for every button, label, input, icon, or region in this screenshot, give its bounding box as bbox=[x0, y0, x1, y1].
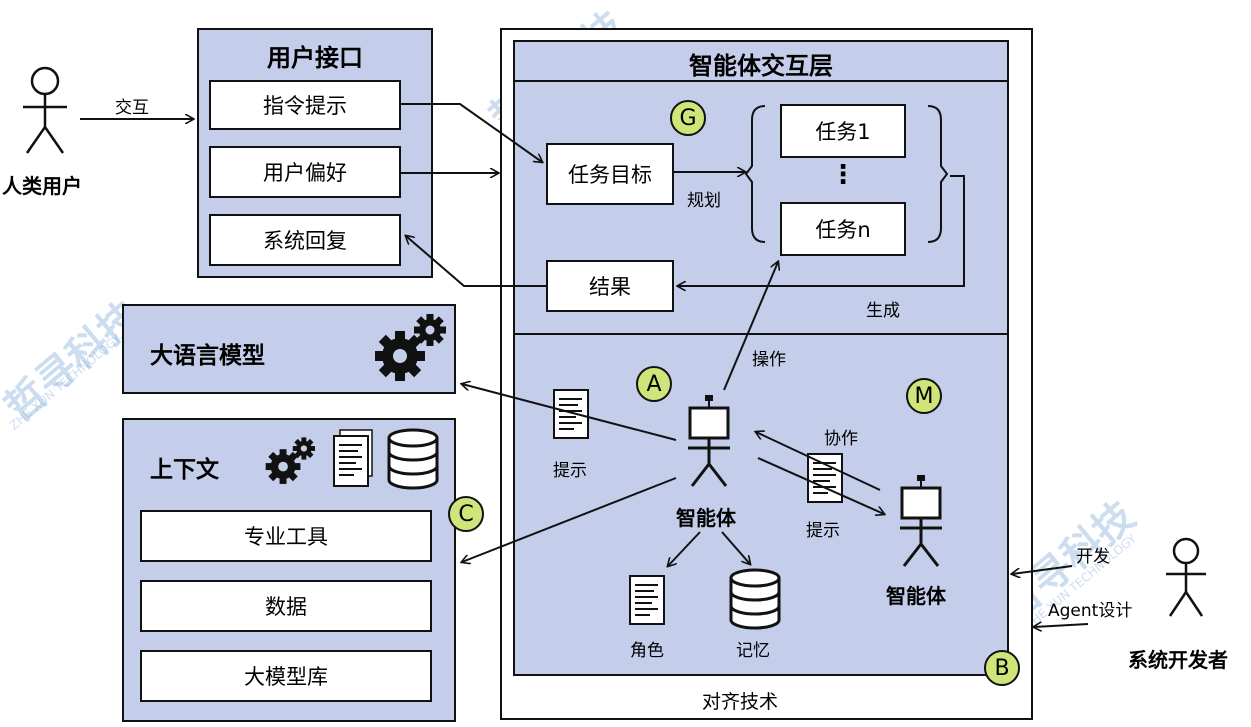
badge-m: M bbox=[906, 378, 942, 414]
human-user-label: 人类用户 bbox=[2, 174, 82, 198]
task-ellipsis: ⋮ bbox=[830, 160, 856, 190]
badge-g: G bbox=[670, 100, 706, 136]
role-document-icon bbox=[629, 575, 665, 625]
role-label: 角色 bbox=[630, 641, 664, 661]
memory-label: 记忆 bbox=[736, 641, 770, 661]
human-user-icon bbox=[23, 66, 67, 154]
collab-document-icon bbox=[807, 453, 843, 503]
model-library-box: 大模型库 bbox=[140, 650, 432, 702]
agent-layer-title: 智能体交互层 bbox=[689, 52, 833, 80]
agent-robot-icon bbox=[688, 395, 730, 487]
professional-tools-box: 专业工具 bbox=[140, 510, 432, 562]
result-box: 结果 bbox=[546, 260, 674, 312]
instruction-prompt-box: 指令提示 bbox=[209, 80, 401, 130]
badge-c: C bbox=[448, 496, 484, 532]
badge-b: B bbox=[984, 650, 1020, 686]
system-reply-box: 系统回复 bbox=[209, 214, 401, 266]
develop-label: 开发 bbox=[1076, 547, 1110, 567]
prompt-label-right: 提示 bbox=[806, 521, 840, 541]
task-first-box: 任务1 bbox=[780, 104, 906, 158]
agent-main-label: 智能体 bbox=[676, 506, 736, 530]
developer-label: 系统开发者 bbox=[1128, 648, 1228, 672]
plan-label: 规划 bbox=[687, 191, 721, 211]
gears-icon bbox=[375, 314, 446, 381]
task-last-box: 任务n bbox=[780, 202, 906, 256]
memory-database-icon bbox=[729, 568, 781, 630]
task-goal-box: 任务目标 bbox=[546, 143, 674, 205]
agent-design-label: Agent设计 bbox=[1048, 601, 1133, 621]
watermark-sub: ZHE XUN TECHNOLOGY bbox=[6, 331, 124, 433]
context-title: 上下文 bbox=[150, 457, 219, 483]
user-interface-title: 用户接口 bbox=[267, 44, 363, 72]
collab-label: 协作 bbox=[824, 429, 858, 449]
user-preference-box: 用户偏好 bbox=[209, 146, 401, 198]
agent-robot-icon-second bbox=[900, 475, 942, 567]
document-icon bbox=[333, 429, 373, 487]
alignment-label: 对齐技术 bbox=[702, 691, 779, 713]
developer-icon bbox=[1166, 537, 1206, 617]
agent-layer-header-divider bbox=[513, 80, 1009, 82]
prompt-document-icon bbox=[553, 389, 589, 439]
agent-second-label: 智能体 bbox=[886, 584, 946, 608]
operate-label: 操作 bbox=[752, 350, 786, 370]
llm-title: 大语言模型 bbox=[150, 343, 265, 369]
agent-layer-section-divider bbox=[513, 333, 1009, 335]
gears-icon bbox=[265, 437, 315, 484]
badge-a: A bbox=[636, 366, 672, 402]
generate-label: 生成 bbox=[866, 301, 900, 321]
data-box: 数据 bbox=[140, 580, 432, 632]
prompt-label-left: 提示 bbox=[553, 461, 587, 481]
database-icon bbox=[387, 428, 439, 490]
interact-label: 交互 bbox=[115, 98, 149, 118]
